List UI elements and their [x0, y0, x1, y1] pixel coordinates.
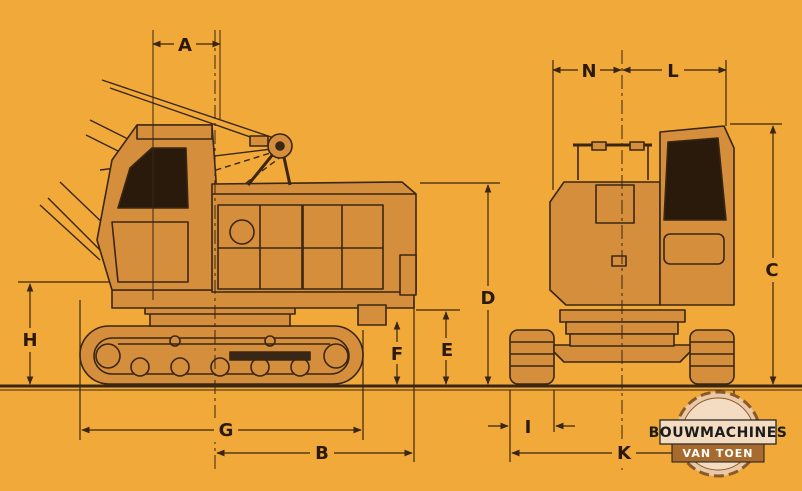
label-k: K — [617, 443, 632, 464]
label-h: H — [22, 330, 37, 351]
label-a: A — [178, 35, 192, 56]
side-cab — [96, 124, 217, 291]
label-e: E — [441, 340, 453, 361]
label-l: L — [667, 61, 678, 82]
logo-title: BOUWMACHINES — [649, 425, 788, 441]
upper-frame — [111, 289, 415, 326]
dimension-labels: A N L C D E F H G B I K — [22, 35, 778, 464]
label-i: I — [525, 417, 532, 438]
bouwmachines-logo: BOUWMACHINES VAN TOEN — [649, 390, 788, 478]
front-tracks — [509, 329, 735, 385]
side-engine-housing — [211, 181, 417, 296]
a-frame — [246, 133, 293, 186]
side-track — [79, 325, 364, 385]
label-d: D — [481, 288, 496, 309]
side-view-excavator — [39, 79, 417, 385]
label-c: C — [765, 260, 778, 281]
front-body — [549, 125, 735, 306]
label-backdrops — [18, 33, 784, 465]
front-view-excavator — [509, 125, 735, 385]
label-f: F — [391, 344, 403, 365]
label-g: G — [219, 420, 234, 441]
label-n: N — [581, 61, 596, 82]
front-top-rail — [573, 141, 652, 180]
turntable — [144, 305, 296, 327]
label-b: B — [315, 443, 329, 464]
ground — [0, 384, 802, 391]
logo-subtitle: VAN TOEN — [683, 447, 754, 460]
